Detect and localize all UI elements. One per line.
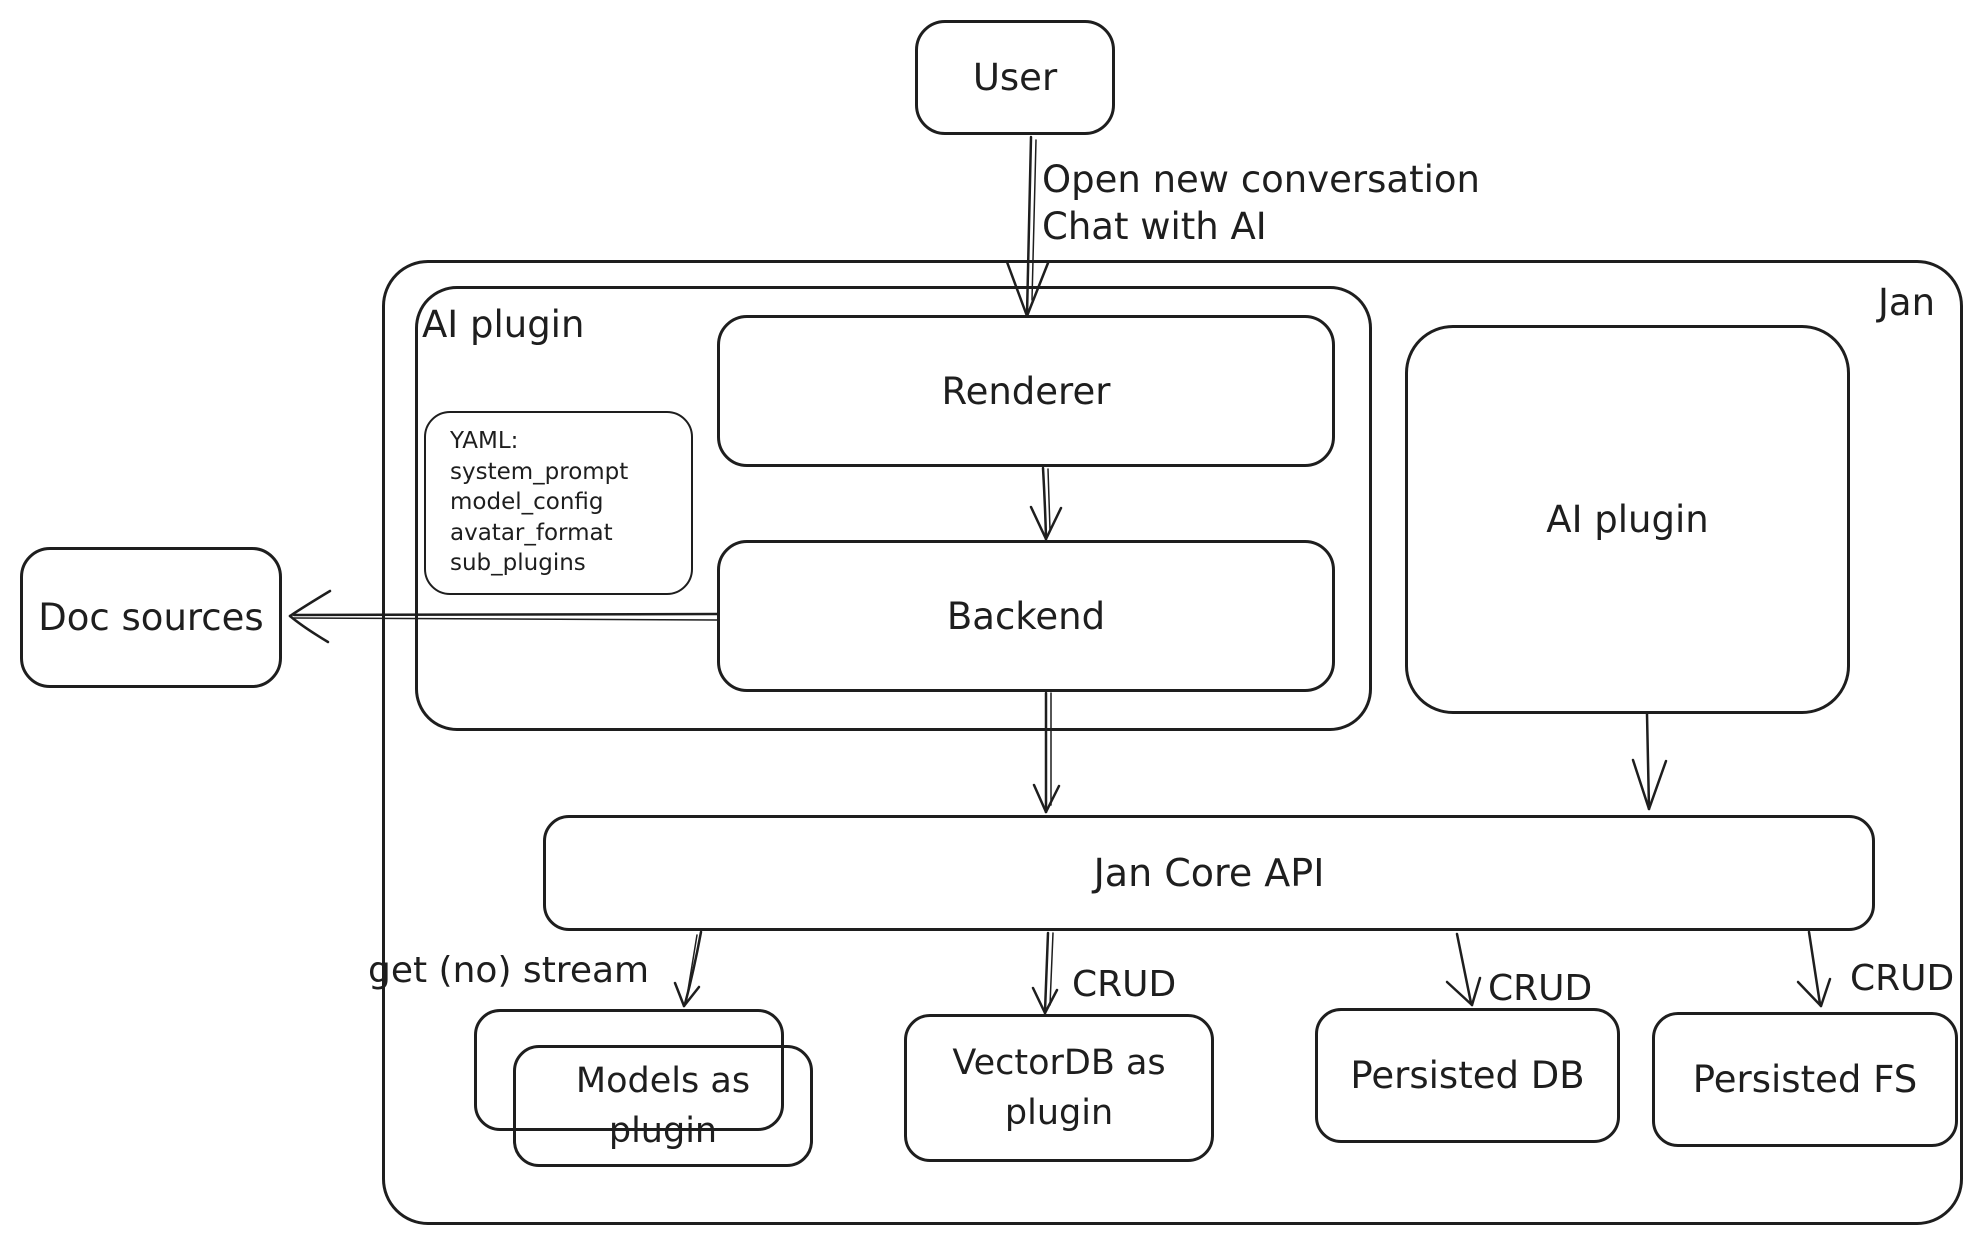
persisted-fs-node: Persisted FS: [1652, 1012, 1958, 1147]
yaml-note-line: sub_plugins: [450, 550, 586, 576]
backend-node-label: Backend: [946, 594, 1106, 638]
ai-plugin-right-node-label: AI plugin: [1546, 498, 1709, 541]
crud-label-persisted-db: CRUD: [1488, 968, 1593, 1009]
models-node-back: [474, 1009, 784, 1131]
renderer-node-label: Renderer: [941, 369, 1111, 413]
jan-core-api-node-label: Jan Core API: [1093, 851, 1325, 895]
crud-label-vectordb: CRUD: [1072, 964, 1177, 1005]
ai-plugin-right-node: AI plugin: [1405, 325, 1850, 714]
models-node: Models as plugin: [513, 1045, 813, 1167]
user-node: User: [915, 20, 1115, 135]
ai-plugin-container-label: AI plugin: [422, 303, 585, 346]
persisted-db-node-label: Persisted DB: [1350, 1054, 1585, 1097]
crud-label-persisted-fs: CRUD: [1850, 958, 1955, 999]
backend-node: Backend: [717, 540, 1335, 692]
ai-plugin-container: [415, 286, 1372, 731]
doc-sources-node: Doc sources: [20, 547, 282, 688]
persisted-fs-node-label: Persisted FS: [1692, 1058, 1918, 1101]
doc-sources-node-label: Doc sources: [38, 596, 264, 639]
user-arrow-label: Open new conversation Chat with AI: [1042, 158, 1480, 248]
yaml-note-line: avatar_format: [450, 519, 613, 546]
yaml-note-line: model_config: [450, 489, 604, 515]
renderer-node: Renderer: [717, 315, 1335, 467]
vectordb-node-label: VectorDB as plugin: [952, 1043, 1166, 1133]
get-no-stream-label: get (no) stream: [368, 950, 650, 991]
vectordb-node: VectorDB as plugin: [904, 1014, 1214, 1162]
jan-container-label: Jan: [1878, 281, 1936, 324]
models-node-label: Models as plugin: [575, 1061, 751, 1151]
yaml-note: YAML: system_prompt model_config avatar_…: [424, 411, 693, 595]
jan-core-api-node: Jan Core API: [543, 815, 1875, 931]
jan-container: [382, 260, 1963, 1225]
yaml-note-line: YAML:: [450, 428, 519, 454]
yaml-note-line: system_prompt: [450, 458, 629, 485]
user-node-label: User: [972, 56, 1058, 99]
persisted-db-node: Persisted DB: [1315, 1008, 1620, 1143]
